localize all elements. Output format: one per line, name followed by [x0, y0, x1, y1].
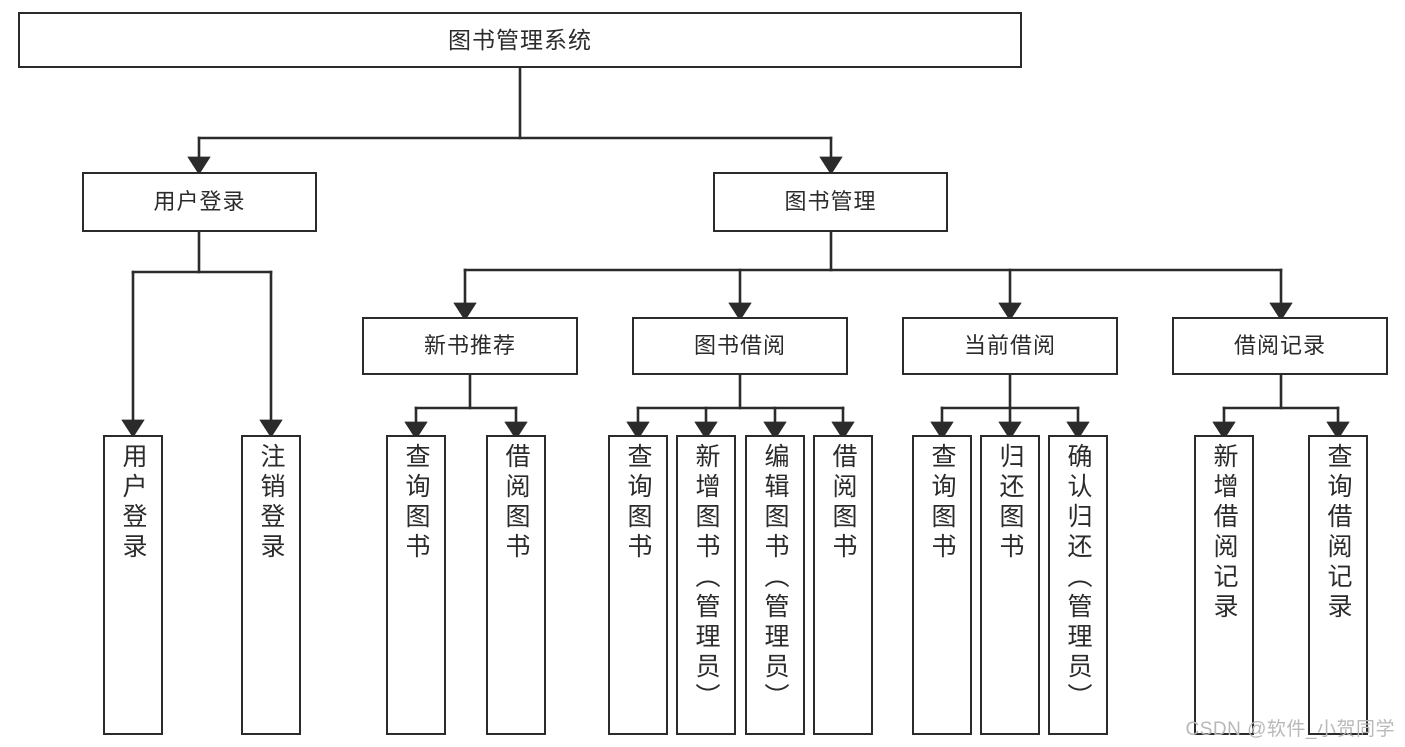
- node-leaf-query-book-1[interactable]: 查询图书: [386, 435, 446, 735]
- node-label: 用户登录: [153, 189, 246, 215]
- node-borrow-record[interactable]: 借阅记录: [1172, 317, 1388, 375]
- node-book-management-system[interactable]: 图书管理系统: [18, 12, 1022, 68]
- node-label: 新增借阅记录: [1210, 443, 1238, 623]
- node-label: 查询图书: [624, 443, 652, 563]
- node-leaf-return-book[interactable]: 归还图书: [980, 435, 1040, 735]
- node-leaf-query-record[interactable]: 查询借阅记录: [1308, 435, 1368, 735]
- node-label: 借阅记录: [1233, 333, 1326, 359]
- node-label: 查询图书: [928, 443, 956, 563]
- node-label: 查询借阅记录: [1324, 443, 1352, 623]
- node-label: 借阅图书: [829, 443, 857, 563]
- node-book-manage[interactable]: 图书管理: [713, 172, 948, 232]
- node-label: 当前借阅: [963, 333, 1056, 359]
- node-leaf-user-logout[interactable]: 注销登录: [241, 435, 301, 735]
- node-label: 新书推荐: [423, 333, 516, 359]
- node-label: 查询图书: [402, 443, 430, 563]
- node-leaf-user-login[interactable]: 用户登录: [103, 435, 163, 735]
- node-label: 图书管理: [784, 189, 877, 215]
- node-new-book-recommend[interactable]: 新书推荐: [362, 317, 578, 375]
- csdn-watermark: CSDN @软件_小贺同学: [1185, 719, 1395, 740]
- node-user-login[interactable]: 用户登录: [82, 172, 317, 232]
- node-label: 图书借阅: [693, 333, 786, 359]
- node-leaf-borrow-book-1[interactable]: 借阅图书: [486, 435, 546, 735]
- node-current-borrow[interactable]: 当前借阅: [902, 317, 1118, 375]
- node-label: 确认归还（管理员）: [1064, 443, 1092, 713]
- node-label: 用户登录: [119, 443, 147, 563]
- node-leaf-query-book-3[interactable]: 查询图书: [912, 435, 972, 735]
- node-label: 注销登录: [257, 443, 285, 563]
- node-leaf-add-book[interactable]: 新增图书（管理员）: [676, 435, 736, 735]
- node-leaf-edit-book[interactable]: 编辑图书（管理员）: [745, 435, 805, 735]
- node-label: 新增图书（管理员）: [692, 443, 720, 713]
- node-leaf-query-book-2[interactable]: 查询图书: [608, 435, 668, 735]
- node-label: 归还图书: [996, 443, 1024, 563]
- node-leaf-borrow-book-2[interactable]: 借阅图书: [813, 435, 873, 735]
- node-label: 编辑图书（管理员）: [761, 443, 789, 713]
- node-book-borrow[interactable]: 图书借阅: [632, 317, 848, 375]
- node-label: 图书管理系统: [448, 26, 592, 53]
- node-label: 借阅图书: [502, 443, 530, 563]
- node-leaf-confirm-return[interactable]: 确认归还（管理员）: [1048, 435, 1108, 735]
- node-leaf-add-record[interactable]: 新增借阅记录: [1194, 435, 1254, 735]
